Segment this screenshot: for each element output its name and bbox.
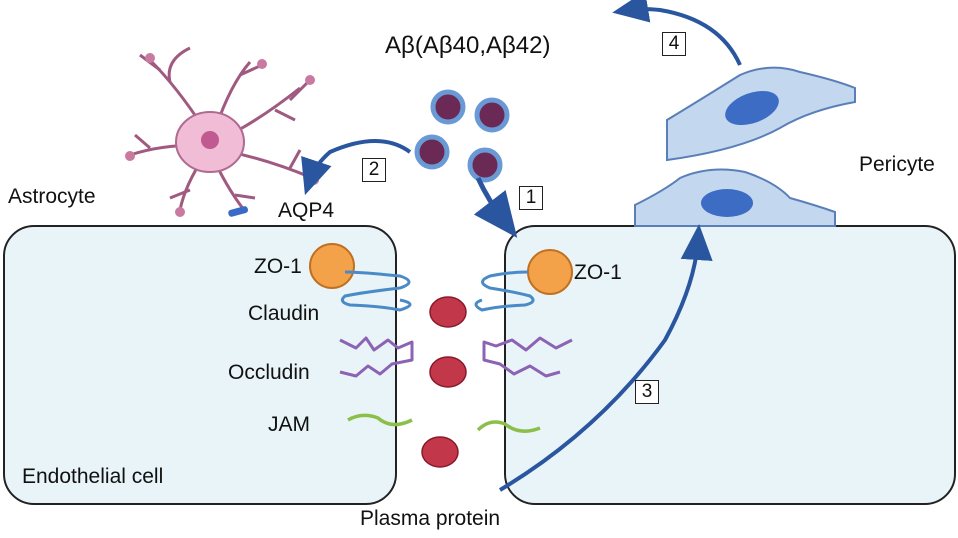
occludin-right bbox=[482, 336, 573, 378]
jam-label: JAM bbox=[268, 413, 310, 436]
plasma-proteins bbox=[421, 296, 467, 468]
jam-left bbox=[347, 413, 413, 427]
arrow-step-3 bbox=[498, 224, 713, 492]
step-1-box: 1 bbox=[519, 186, 543, 210]
arrow-step-4 bbox=[612, 0, 742, 66]
arrow-step-1 bbox=[473, 176, 518, 238]
pericyte-top-nucleus bbox=[725, 90, 779, 126]
occludin-label: Occludin bbox=[228, 361, 310, 384]
zo1-left-label: ZO-1 bbox=[254, 255, 302, 278]
pericyte-label: Pericyte bbox=[859, 153, 935, 176]
occludin-left bbox=[339, 336, 414, 378]
arrow-step-2 bbox=[301, 139, 412, 196]
claudin-left bbox=[340, 270, 412, 312]
endothelial-label: Endothelial cell bbox=[22, 465, 164, 488]
zo1-right bbox=[527, 249, 573, 295]
claudin-right bbox=[474, 270, 535, 312]
abeta-label: Aβ(Aβ40,Aβ42) bbox=[385, 32, 551, 59]
pericyte-bottom-nucleus bbox=[701, 189, 753, 217]
zo1-right-label: ZO-1 bbox=[574, 261, 622, 284]
astrocyte-nucleus bbox=[201, 131, 219, 149]
endothelial-cell-left bbox=[3, 225, 397, 505]
aqp4-channel bbox=[228, 206, 249, 217]
aqp4-label: AQP4 bbox=[278, 199, 335, 222]
zo1-left bbox=[309, 243, 355, 289]
step-4-box: 4 bbox=[662, 32, 686, 56]
step-3-box: 3 bbox=[635, 380, 659, 404]
jam-right bbox=[476, 420, 541, 433]
astrocyte-label: Astrocyte bbox=[8, 185, 96, 208]
plasma-label: Plasma protein bbox=[360, 507, 501, 530]
step-2-box: 2 bbox=[362, 158, 386, 182]
abeta-particles bbox=[414, 89, 510, 183]
claudin-label: Claudin bbox=[248, 302, 320, 325]
